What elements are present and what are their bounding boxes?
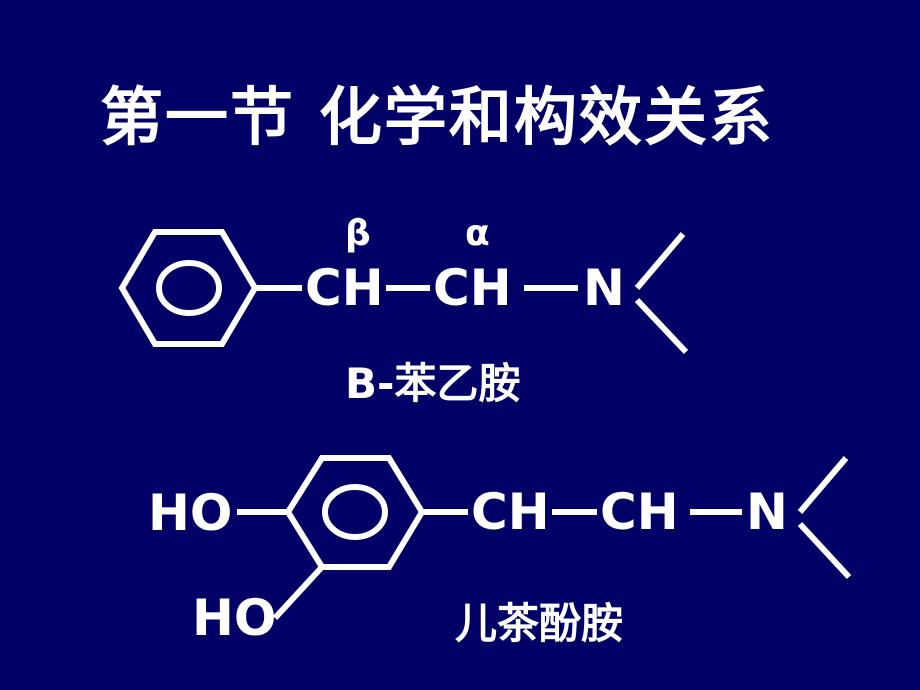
chemical-structure-catecholamine: HO HO CH CH N bbox=[0, 440, 920, 640]
bond-n2-branch-upper bbox=[797, 456, 849, 514]
bond-n-branch-lower bbox=[634, 297, 689, 355]
atom-nitrogen-2: N bbox=[746, 483, 788, 541]
bond-n2-branch-lower bbox=[797, 521, 852, 580]
substituent-ho-upper: HO bbox=[148, 484, 232, 542]
bond-ho-lower-to-ring bbox=[272, 564, 325, 621]
page-title: 第一节 化学和构效关系 bbox=[100, 81, 774, 154]
atom-ch-beta: CH bbox=[305, 259, 384, 317]
phenylethylamine-svg: β α CH CH N bbox=[118, 213, 689, 355]
alpha-label: α bbox=[465, 213, 490, 254]
substituent-ho-lower: HO bbox=[192, 589, 276, 640]
atom-ch-1: CH bbox=[471, 483, 550, 541]
atom-ch-2: CH bbox=[600, 483, 679, 541]
atom-nitrogen: N bbox=[583, 259, 625, 317]
catecholamine-svg: HO HO CH CH N bbox=[148, 455, 852, 640]
catechol-ring-hexagon bbox=[284, 455, 426, 570]
chemical-structure-phenylethylamine: β α CH CH N bbox=[0, 185, 920, 365]
benzene-ring-hexagon bbox=[118, 229, 259, 347]
bond-n-branch-upper bbox=[634, 232, 686, 290]
caption-catecholamine: 儿茶酚胺 bbox=[455, 599, 624, 648]
caption-phenylethylamine: B-苯乙胺 bbox=[345, 359, 521, 408]
atom-ch-alpha: CH bbox=[433, 259, 512, 317]
benzene-ring-aromatic-circle bbox=[156, 260, 222, 316]
beta-label: β bbox=[345, 213, 371, 254]
catechol-ring-aromatic-circle bbox=[322, 484, 388, 540]
